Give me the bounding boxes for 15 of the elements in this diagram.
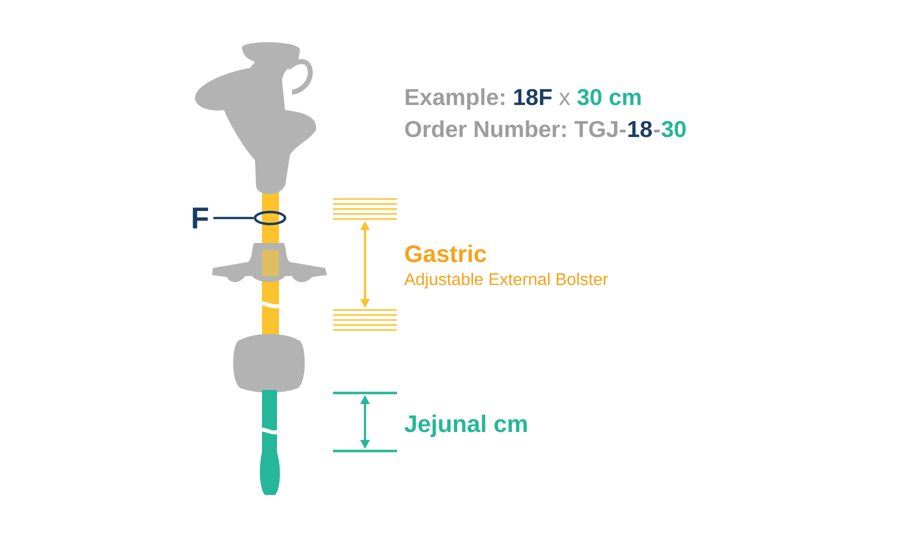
section-title: Gastric [405, 244, 486, 262]
order-number-text: 30 [662, 120, 686, 138]
example-text: 30 cm [577, 88, 641, 106]
leader-line [213, 216, 254, 220]
example-text: x [559, 92, 570, 105]
ring-marker [254, 210, 286, 226]
order-number-text: Order Number: [405, 120, 566, 138]
leader-label: F [192, 208, 208, 228]
example-text: Example: [406, 88, 504, 110]
order-number-text: 18 [628, 120, 652, 138]
example-text: 18F [514, 88, 552, 106]
order-number-text: TGJ- [574, 120, 626, 138]
section-title: Jejunal cm [404, 414, 527, 437]
section-subtitle: Adjustable External Bolster [404, 272, 608, 289]
order-number-text: - [654, 130, 660, 132]
